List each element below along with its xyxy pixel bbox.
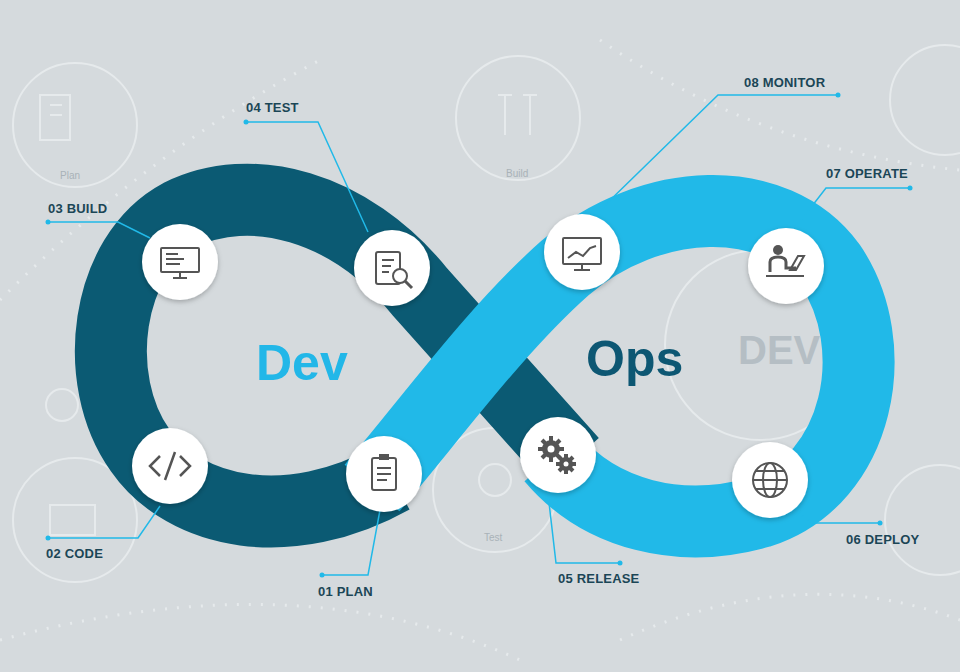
step-label: 08 MONITOR (744, 75, 825, 90)
background-watermarks (0, 40, 960, 660)
watermark: Test (484, 532, 502, 543)
leader-lines (48, 95, 910, 575)
watermark: Build (506, 168, 528, 179)
icons (150, 238, 804, 497)
loop-title: Ops (586, 334, 683, 384)
ops-band (372, 211, 859, 521)
step-label: 05 RELEASE (558, 571, 639, 586)
step-label: 06 DEPLOY (846, 532, 919, 547)
watermark: Plan (60, 170, 80, 181)
gear-icon (538, 436, 576, 474)
icon-circles (132, 214, 824, 518)
leader-dots (46, 93, 913, 578)
step-label: 04 TEST (246, 100, 299, 115)
watermark: DEV (738, 330, 820, 370)
loop-title: Dev (256, 338, 348, 388)
step-label: 01 PLAN (318, 584, 373, 599)
step-label: 03 BUILD (48, 201, 107, 216)
step-label: 07 OPERATE (826, 166, 908, 181)
step-label: 02 CODE (46, 546, 103, 561)
